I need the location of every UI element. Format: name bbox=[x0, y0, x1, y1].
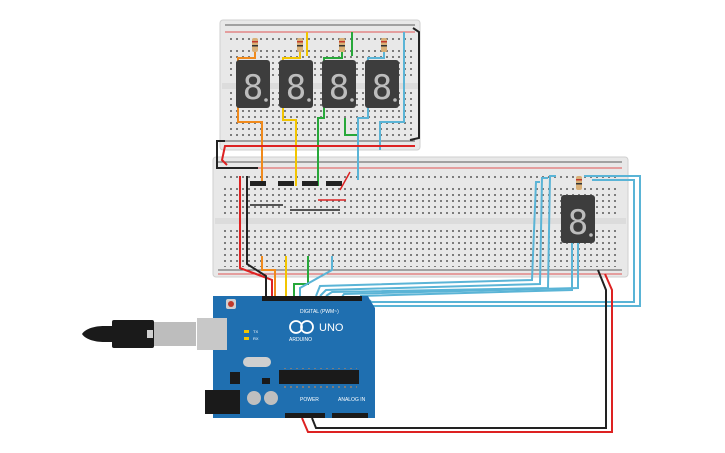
power-label: POWER bbox=[300, 397, 319, 403]
svg-text:8: 8 bbox=[372, 68, 392, 108]
svg-text:8: 8 bbox=[243, 68, 263, 108]
resistor-3[interactable] bbox=[339, 38, 345, 52]
seven-segment-display-1[interactable]: 8 bbox=[236, 60, 270, 108]
resistor-4[interactable] bbox=[381, 38, 387, 52]
microcontroller-chip bbox=[279, 370, 359, 384]
digital-header bbox=[262, 296, 362, 301]
arduino-logo bbox=[289, 320, 314, 334]
svg-text:8: 8 bbox=[329, 68, 349, 108]
seven-segment-display-4[interactable]: 8 bbox=[365, 60, 399, 108]
seven-segment-display-3[interactable]: 8 bbox=[322, 60, 356, 108]
svg-text:8: 8 bbox=[568, 203, 588, 243]
brand-label: ARDUINO bbox=[289, 337, 312, 343]
main-breadboard bbox=[212, 156, 629, 278]
resistor-2[interactable] bbox=[297, 38, 303, 52]
arduino-uno-board[interactable]: DIGITAL (PWM~) UNO ARDUINO TX RX POWER A… bbox=[197, 296, 375, 418]
seven-segment-display-5[interactable]: 8 bbox=[561, 195, 595, 243]
analog-label: ANALOG IN bbox=[338, 397, 366, 403]
crystal bbox=[243, 357, 271, 367]
model-label: UNO bbox=[319, 322, 344, 334]
rx-label: RX bbox=[253, 336, 259, 341]
power-jack bbox=[205, 390, 240, 414]
transistor-row bbox=[250, 171, 351, 211]
capacitor bbox=[247, 391, 261, 405]
tx-label: TX bbox=[253, 329, 258, 334]
usb-port bbox=[197, 318, 227, 350]
svg-text:8: 8 bbox=[286, 68, 306, 108]
arduino-wires bbox=[239, 175, 641, 433]
resistor-1[interactable] bbox=[252, 38, 258, 52]
capacitor bbox=[264, 391, 278, 405]
usb-b-cable-icon bbox=[82, 320, 196, 348]
resistor-5[interactable] bbox=[576, 176, 582, 190]
power-header bbox=[285, 413, 325, 418]
analog-header bbox=[332, 413, 368, 418]
seven-segment-display-2[interactable]: 8 bbox=[279, 60, 313, 108]
digital-label: DIGITAL (PWM~) bbox=[300, 309, 339, 315]
